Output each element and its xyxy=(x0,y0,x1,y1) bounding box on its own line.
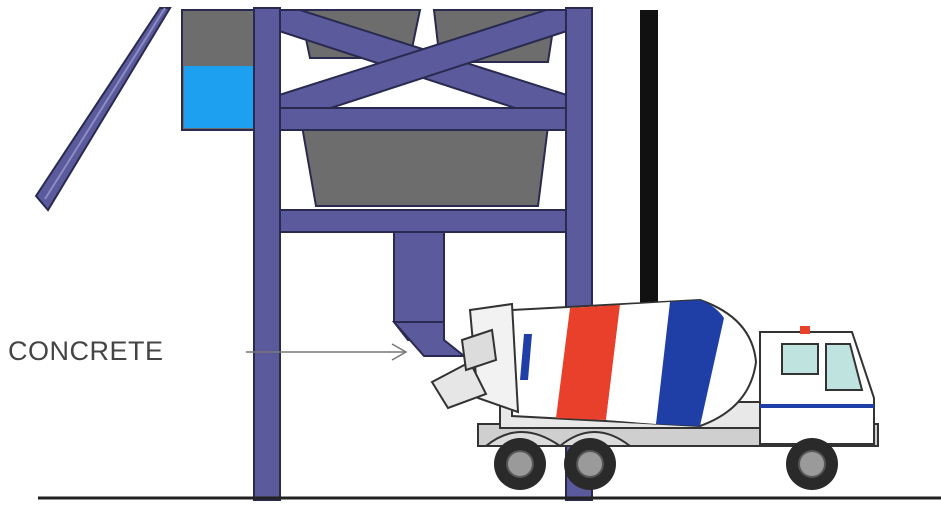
support-pole xyxy=(640,10,658,310)
discharge-chute xyxy=(394,232,464,356)
concrete-mixer-truck xyxy=(432,300,878,490)
truck-cab xyxy=(760,326,874,444)
inclined-conveyor xyxy=(36,8,170,210)
cab-window-side xyxy=(782,344,818,374)
cross-bracing xyxy=(276,10,570,118)
concrete-label: CONCRETE xyxy=(8,336,164,367)
weigh-hopper xyxy=(302,126,548,206)
mixer-drum xyxy=(512,300,756,426)
water-tank xyxy=(182,10,256,130)
